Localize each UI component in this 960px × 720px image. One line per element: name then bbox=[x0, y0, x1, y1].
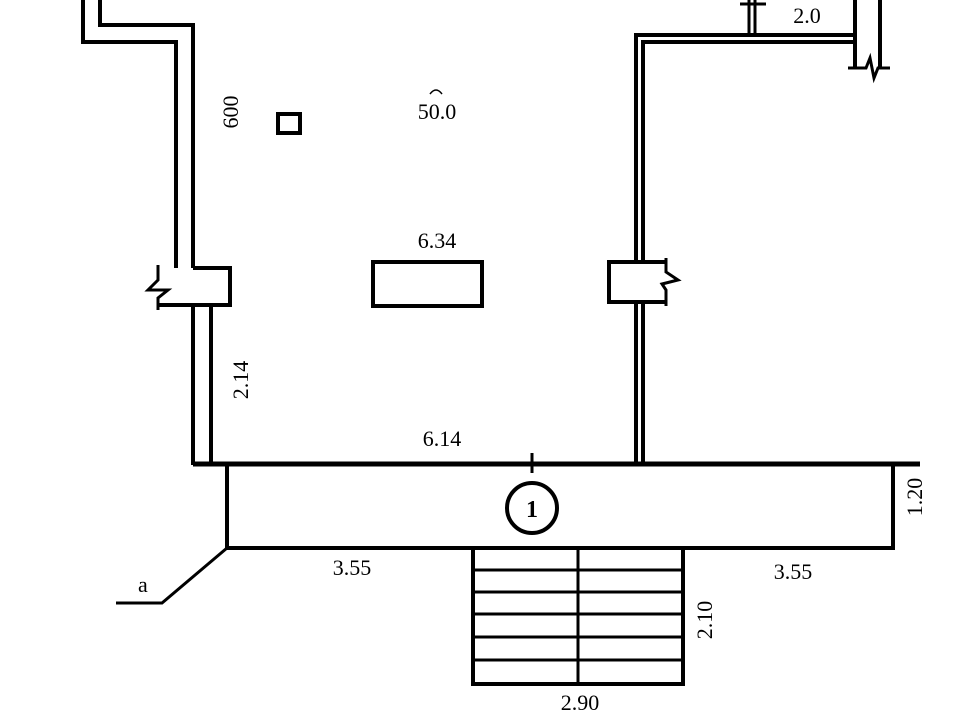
section-leader bbox=[116, 546, 228, 605]
label-stair-depth: 2.10 bbox=[692, 601, 717, 640]
entrance-number: 1 bbox=[526, 497, 538, 523]
label-stair-width: 2.90 bbox=[561, 690, 600, 715]
area-arc bbox=[429, 89, 443, 95]
label-porch-depth: 1.20 bbox=[902, 478, 927, 517]
label-area: 50.0 bbox=[418, 99, 457, 124]
entrance-marker bbox=[505, 481, 559, 535]
label-left-wall: 600 bbox=[218, 96, 243, 129]
label-left-lower-wall: 2.14 bbox=[228, 361, 253, 400]
label-front-wall: 6.14 bbox=[423, 426, 462, 451]
stairs bbox=[471, 546, 685, 686]
porch bbox=[225, 464, 895, 550]
column-marker bbox=[276, 112, 302, 135]
label-top-right: 2.0 bbox=[793, 3, 821, 28]
left-wall bbox=[81, 0, 232, 465]
label-porch-left: 3.55 bbox=[333, 555, 372, 580]
label-porch-right: 3.55 bbox=[774, 559, 813, 584]
right-wall bbox=[607, 0, 890, 465]
label-window: 6.34 bbox=[418, 228, 457, 253]
window-opening bbox=[371, 260, 484, 308]
section-marker: a bbox=[138, 572, 148, 597]
